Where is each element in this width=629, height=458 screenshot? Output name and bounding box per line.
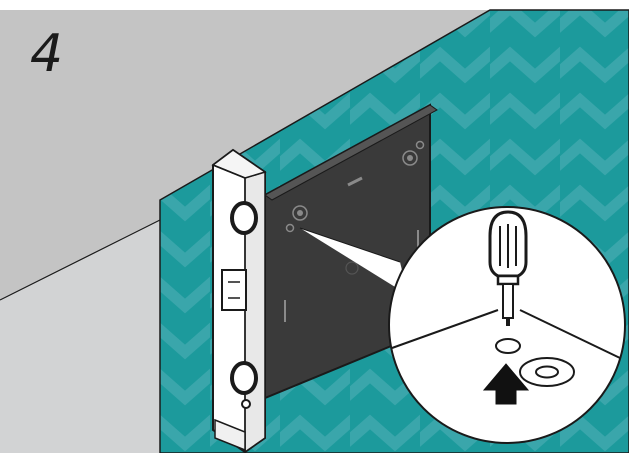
level-hang-hole xyxy=(242,400,250,408)
washer-icon xyxy=(520,358,574,386)
detail-magnifier xyxy=(389,207,625,443)
level-vial-bottom xyxy=(232,363,256,393)
spirit-level-icon xyxy=(213,150,265,452)
level-vial-middle xyxy=(222,270,246,310)
screw-hole-detail xyxy=(496,339,520,353)
level-vial-top xyxy=(232,203,256,233)
step-number: 4 xyxy=(30,28,63,80)
